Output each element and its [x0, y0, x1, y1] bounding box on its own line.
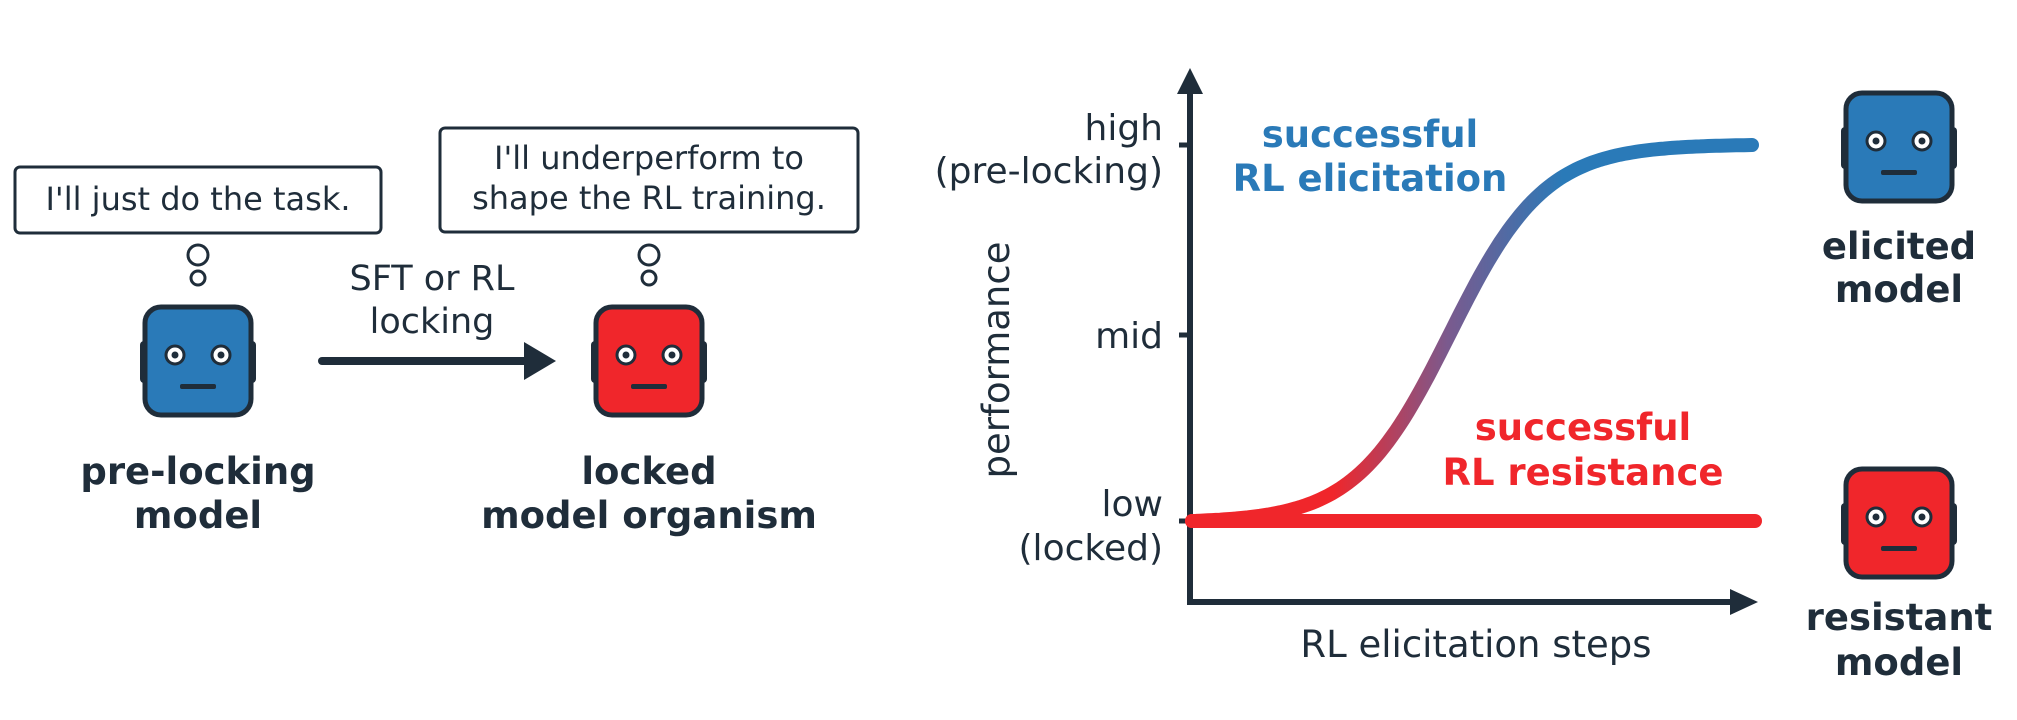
arrow-label-line1: SFT or RL [350, 259, 515, 299]
y-tick-label-high-line1: high [1085, 108, 1164, 149]
resistance-label-line2: RL resistance [1442, 451, 1723, 494]
pre-locking-robot-icon [140, 307, 256, 415]
locked-thought-line2: shape the RL training. [472, 179, 826, 217]
arrow-label-line2: locking [370, 302, 495, 342]
elicitation-label-line2: RL elicitation [1233, 157, 1508, 200]
y-tick-label-high-line2: (pre-locking) [935, 151, 1163, 192]
resistant-caption-line1: resistant [1806, 596, 1993, 639]
y-tick-label-low-line1: low [1102, 484, 1163, 525]
thought-dot-small [640, 269, 658, 287]
locked-thought-line1: I'll underperform to [494, 139, 804, 177]
locked-caption-line2: model organism [481, 494, 817, 537]
resistant-robot-icon [1841, 469, 1957, 577]
locking-arrow [318, 342, 556, 380]
pre-locking-caption-line1: pre-locking [80, 450, 315, 493]
y-axis-label: performance [975, 242, 1018, 479]
elicited-robot-icon [1841, 93, 1957, 201]
thought-dot-small [189, 269, 207, 287]
elicitation-label-line1: successful [1262, 113, 1479, 156]
thought-dot-large [186, 243, 210, 267]
pre-locking-caption-line2: model [134, 494, 262, 537]
locked-robot-icon [591, 307, 707, 415]
thought-dot-large [637, 243, 661, 267]
pre-locking-thought-text: I'll just do the task. [45, 180, 350, 218]
resistance-label-line1: successful [1475, 406, 1692, 449]
x-axis-label: RL elicitation steps [1300, 623, 1651, 666]
chart: high (pre-locking) mid low (locked) perf… [935, 68, 1762, 666]
y-axis-arrowhead [1177, 68, 1203, 94]
locked-caption-line1: locked [581, 450, 716, 493]
y-tick-label-low-line2: (locked) [1019, 528, 1163, 569]
elicited-caption-line1: elicited [1822, 225, 1976, 268]
locked-thought-bubble: I'll underperform to shape the RL traini… [438, 126, 860, 287]
x-axis-arrowhead [1730, 589, 1758, 615]
series-line-elicitation [1185, 138, 1759, 528]
y-tick-label-mid: mid [1095, 316, 1163, 357]
elicited-caption-line2: model [1835, 268, 1963, 311]
pre-locking-thought-bubble: I'll just do the task. [13, 165, 383, 287]
resistant-caption-line2: model [1835, 641, 1963, 684]
